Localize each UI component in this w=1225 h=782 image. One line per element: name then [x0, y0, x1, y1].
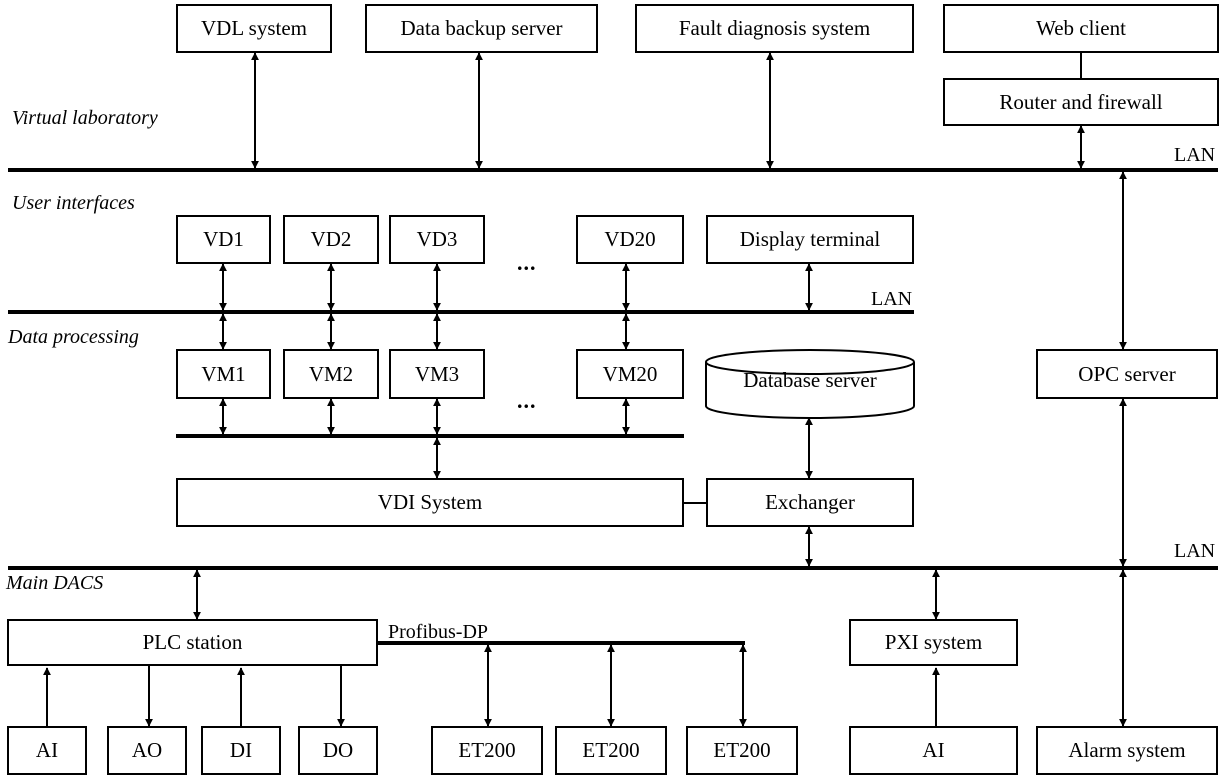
vd2-box: VD2: [283, 215, 379, 264]
et200-box-2: ET200: [555, 726, 667, 775]
section-label-main-dacs: Main DACS: [6, 572, 104, 594]
fault-diagnosis-system-box: Fault diagnosis system: [635, 4, 914, 53]
section-label-user-interfaces: User interfaces: [12, 192, 135, 214]
database-server-label: Database server: [743, 368, 877, 392]
section-label-data-processing: Data processing: [8, 326, 139, 348]
display-terminal-box: Display terminal: [706, 215, 914, 264]
router-firewall-box: Router and firewall: [943, 78, 1219, 126]
lan-label-bottom: LAN: [1174, 540, 1216, 562]
opc-server-box: OPC server: [1036, 349, 1218, 399]
vdi-system-box: VDI System: [176, 478, 684, 527]
pxi-system-box: PXI system: [849, 619, 1018, 666]
exchanger-box: Exchanger: [706, 478, 914, 527]
web-client-box: Web client: [943, 4, 1219, 53]
alarm-system-box: Alarm system: [1036, 726, 1218, 775]
vd20-box: VD20: [576, 215, 684, 264]
pxi-ai-box: AI: [849, 726, 1018, 775]
vm2-box: VM2: [283, 349, 379, 399]
vd3-box: VD3: [389, 215, 485, 264]
vdl-system-box: VDL system: [176, 4, 332, 53]
ao-box: AO: [107, 726, 187, 775]
section-label-virtual-laboratory: Virtual laboratory: [12, 107, 158, 129]
ai-box: AI: [7, 726, 87, 775]
vm1-box: VM1: [176, 349, 271, 399]
vm-ellipsis: ...: [517, 388, 537, 413]
profibus-label: Profibus-DP: [388, 621, 489, 643]
di-box: DI: [201, 726, 281, 775]
vd-ellipsis: ...: [517, 250, 537, 275]
vd1-box: VD1: [176, 215, 271, 264]
plc-station-box: PLC station: [7, 619, 378, 666]
database-cylinder: [705, 349, 915, 419]
et200-box-3: ET200: [686, 726, 798, 775]
vm3-box: VM3: [389, 349, 485, 399]
et200-box-1: ET200: [431, 726, 543, 775]
data-backup-server-box: Data backup server: [365, 4, 598, 53]
lan-label-top: LAN: [1174, 144, 1216, 166]
do-box: DO: [298, 726, 378, 775]
lan-label-middle: LAN: [871, 288, 913, 310]
vm20-box: VM20: [576, 349, 684, 399]
